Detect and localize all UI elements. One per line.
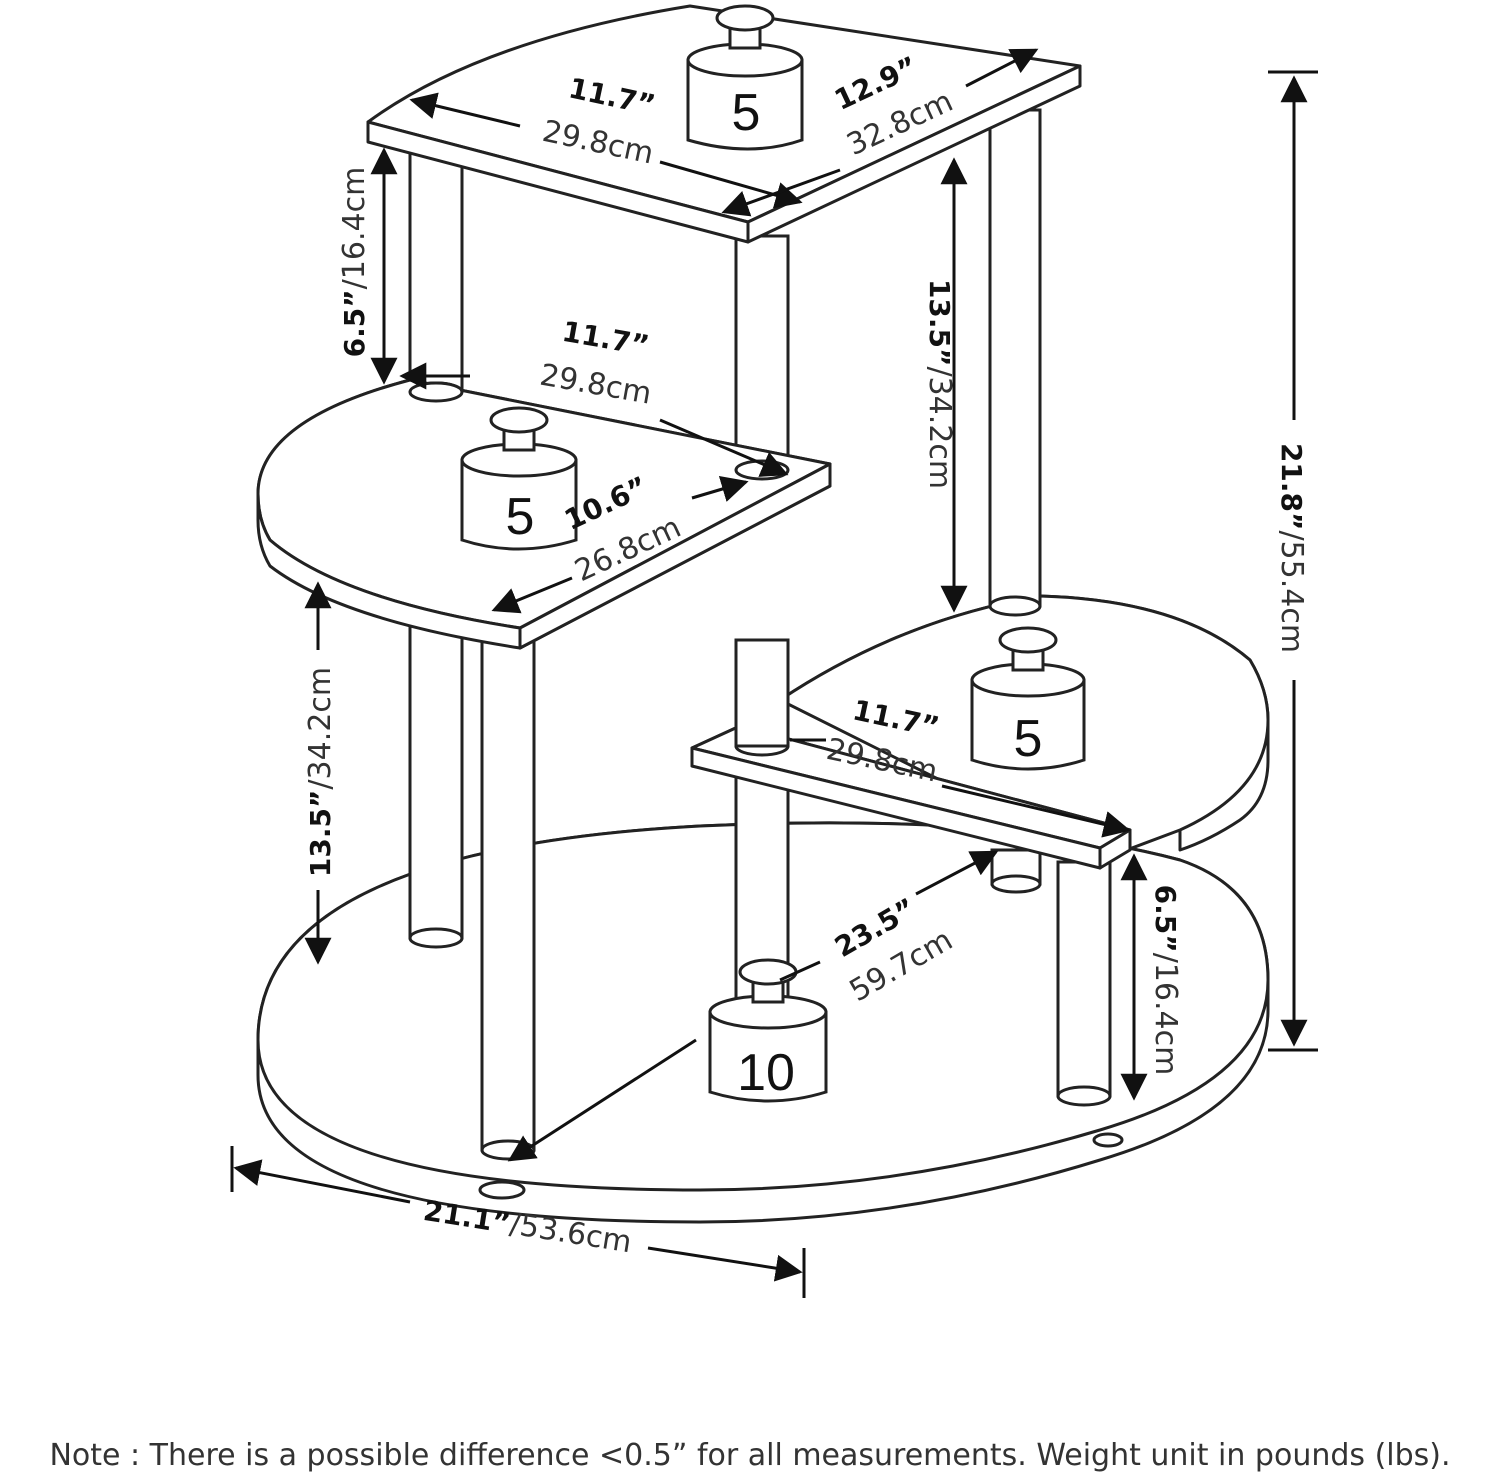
dim-left-gap-in: 13.5” <box>304 790 337 878</box>
dim-total-height-in: 21.8” <box>1275 443 1308 531</box>
dim-base-gap-in: 6.5” <box>1149 885 1182 953</box>
dim-top-gap: 6.5”/16.4cm <box>337 147 398 385</box>
dim-second-width-cm: 29.8cm <box>537 358 654 412</box>
weight-base-label: 10 <box>737 1044 795 1102</box>
weight-base: 10 <box>708 958 828 1103</box>
dim-third-width: 11.7” 29.8cm <box>790 693 1131 838</box>
dim-right-gap-label: 13.5”/34.2cm <box>922 279 957 489</box>
dim-right-gap: 13.5”/34.2cm <box>922 157 968 613</box>
dim-right-gap-in: 13.5” <box>923 279 956 367</box>
dim-base-gap-label: 6.5”/16.4cm <box>1148 885 1183 1076</box>
dim-second-width-in: 11.7” <box>560 315 652 363</box>
dim-top-gap-cm: /16.4cm <box>337 167 372 290</box>
weight-top-label: 5 <box>732 84 761 142</box>
dim-base-gap-cm: /16.4cm <box>1148 953 1183 1076</box>
dim-left-gap: 13.5”/34.2cm <box>303 581 338 965</box>
dim-top-gap-label: 6.5”/16.4cm <box>337 167 372 358</box>
dim-total-height-cm: /55.4cm <box>1274 530 1309 653</box>
measurement-note: Note : There is a possible difference <0… <box>49 1438 1451 1473</box>
weight-top: 5 <box>686 4 804 151</box>
dim-total-height-label: 21.8”/55.4cm <box>1274 443 1309 653</box>
dim-top-gap-in: 6.5” <box>338 289 371 357</box>
dim-left-gap-label: 13.5”/34.2cm <box>303 667 338 877</box>
dim-right-gap-cm: /34.2cm <box>922 366 957 489</box>
dim-base-gap: 6.5”/16.4cm <box>1120 853 1183 1101</box>
weight-second: 5 <box>460 406 578 551</box>
weight-third: 5 <box>970 626 1086 771</box>
weight-second-label: 5 <box>506 488 535 546</box>
dim-left-gap-cm: /34.2cm <box>303 667 338 790</box>
dim-total-height: 21.8”/55.4cm <box>1268 70 1318 1052</box>
weight-third-label: 5 <box>1014 710 1043 768</box>
